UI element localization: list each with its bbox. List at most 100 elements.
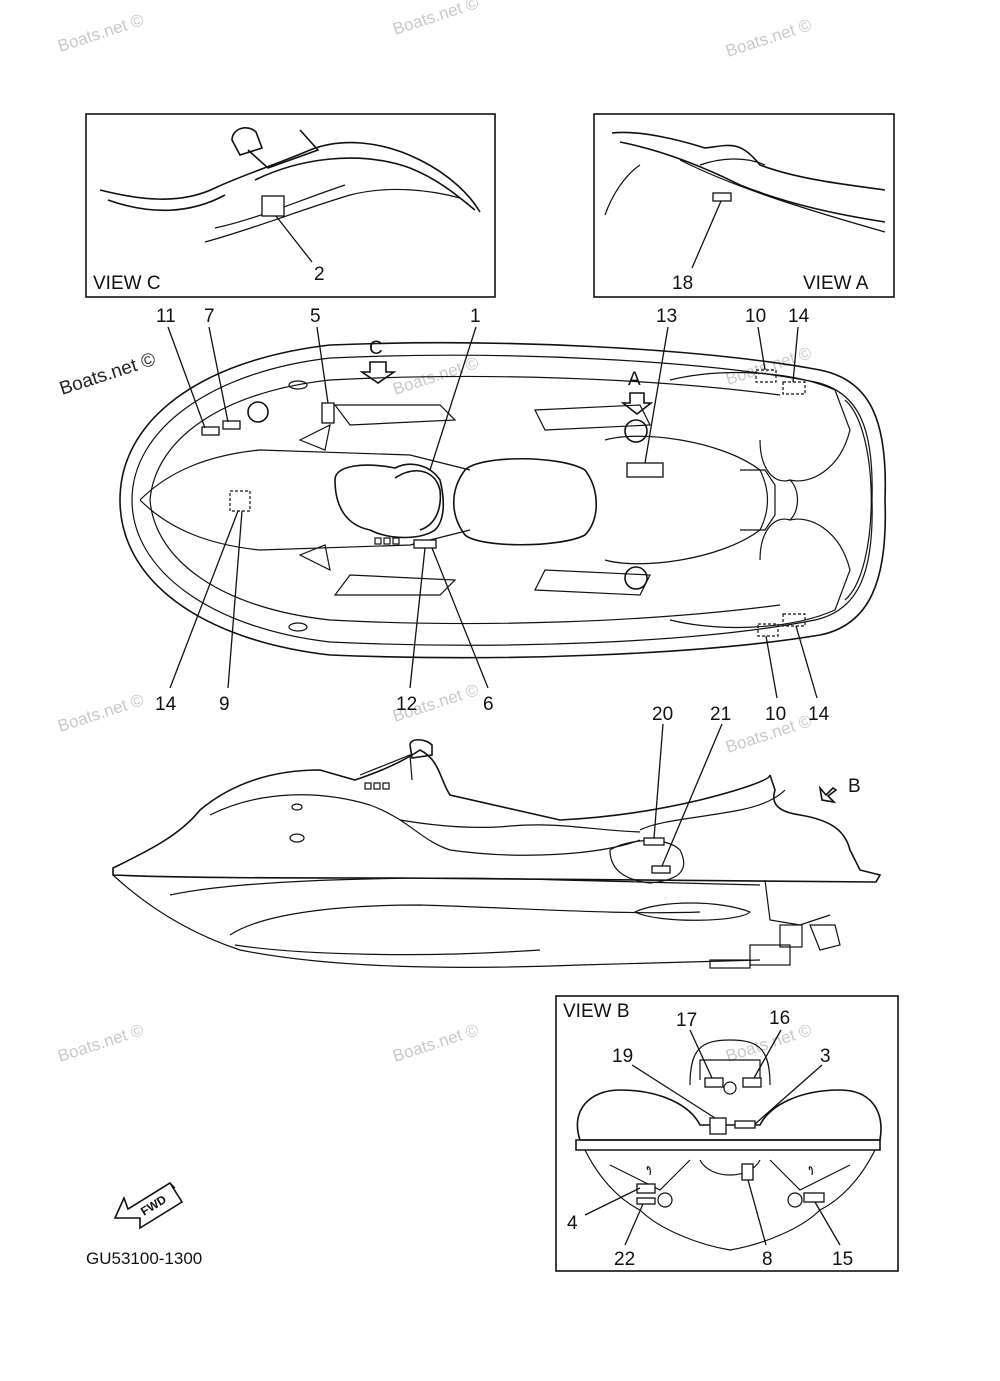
mirror: [298, 544, 331, 572]
rear-deck: [669, 518, 851, 628]
leader-line: [208, 326, 229, 423]
view-a-arrow: [620, 392, 654, 416]
decal: [704, 1077, 724, 1088]
leader-line: [689, 1029, 713, 1079]
seat-top: [453, 457, 597, 546]
callout-17: 17: [676, 1010, 697, 1031]
hull-outline: [119, 341, 887, 659]
decal: [413, 539, 437, 549]
seat-outline: [99, 141, 481, 213]
callout-7: 7: [204, 306, 215, 327]
cleat: [288, 380, 308, 390]
view-a-frame: [593, 113, 895, 298]
callout-18: 18: [672, 273, 693, 294]
cleat: [288, 622, 308, 632]
callout-4: 4: [567, 1213, 578, 1234]
rear-step: [789, 479, 799, 521]
stern-rail: [575, 1139, 881, 1151]
leader-line: [167, 326, 206, 429]
pump: [779, 924, 803, 948]
callout-15: 15: [832, 1249, 853, 1270]
footwell: [534, 404, 651, 431]
fwd-indicator: FWD: [113, 1181, 184, 1230]
hatch-knob: [624, 566, 648, 590]
leader-line: [691, 200, 722, 269]
seat-line: [639, 789, 786, 831]
hook-icon: [808, 1166, 813, 1176]
decal: [643, 837, 665, 846]
hull-line: [619, 141, 886, 223]
deck-line: [149, 499, 781, 625]
decal: [734, 1120, 756, 1129]
cleat: [291, 803, 303, 811]
side-panel: [609, 839, 685, 884]
callout-1: 1: [470, 306, 481, 327]
deck-line: [209, 794, 641, 856]
hull-line: [229, 904, 701, 936]
callout-10: 10: [745, 306, 766, 327]
decal: [712, 192, 732, 202]
view-c-arrow: [359, 361, 397, 384]
decal: [626, 462, 664, 478]
sponson: [709, 959, 751, 969]
decal: [741, 1163, 754, 1181]
arrow-a-label: A: [628, 369, 641, 390]
view-a-panel: 18 VIEW A: [593, 113, 895, 298]
decal: [651, 865, 671, 874]
callout-8: 8: [762, 1249, 773, 1270]
seat-line: [399, 819, 641, 833]
hull-line: [204, 188, 461, 243]
view-b-label: VIEW B: [563, 1001, 630, 1022]
watermark: Boats.net ©: [390, 0, 481, 39]
decal: [321, 402, 335, 424]
callout-6: 6: [483, 694, 494, 715]
footwell: [333, 574, 457, 596]
switch: [383, 537, 391, 545]
rear-deck: [669, 372, 851, 482]
leader-line: [795, 625, 818, 699]
leader-line: [661, 723, 723, 867]
hull-bottom: [112, 874, 761, 968]
view-c-panel: 2 VIEW C: [85, 113, 496, 298]
callout-20: 20: [652, 704, 673, 725]
hull-outline: [131, 354, 873, 646]
hull-line: [699, 158, 766, 166]
leader-line: [747, 1179, 767, 1246]
callout-22: 22: [614, 1249, 635, 1270]
leader-line: [644, 326, 669, 464]
leader-line: [584, 1187, 641, 1216]
callout-11: 11: [156, 306, 176, 327]
arrow-b-label: B: [848, 776, 861, 797]
grab-handle: [740, 469, 776, 531]
decal: [261, 195, 285, 217]
callout-21: 21: [710, 704, 731, 725]
tow-eye: [723, 1081, 737, 1095]
watermark: Boats.net ©: [55, 1020, 146, 1066]
handle: [699, 1059, 761, 1080]
switch: [382, 782, 390, 790]
bolt: [657, 1192, 673, 1208]
view-c-frame: [85, 113, 496, 298]
view-b-frame: [555, 995, 899, 1272]
leader-line: [624, 1203, 644, 1246]
decal: [742, 1077, 762, 1088]
watermark: Boats.net ©: [390, 1020, 481, 1066]
decal-underside: [782, 381, 806, 395]
view-a-label: VIEW A: [803, 273, 869, 294]
leader-line: [757, 326, 766, 371]
mirror: [298, 423, 331, 451]
fwd-label: FWD: [138, 1192, 169, 1219]
cleat: [289, 833, 305, 843]
seat-outline: [611, 131, 886, 191]
callout-14: 14: [788, 306, 810, 327]
leader-line: [754, 1064, 823, 1125]
hull-outline: [112, 749, 882, 883]
decal: [222, 420, 241, 430]
nozzle: [699, 1159, 761, 1176]
handle: [689, 1039, 771, 1086]
sponson-left: [609, 1159, 691, 1191]
decal: [636, 1197, 656, 1205]
leader-line: [169, 510, 239, 689]
leader-line: [792, 326, 799, 383]
